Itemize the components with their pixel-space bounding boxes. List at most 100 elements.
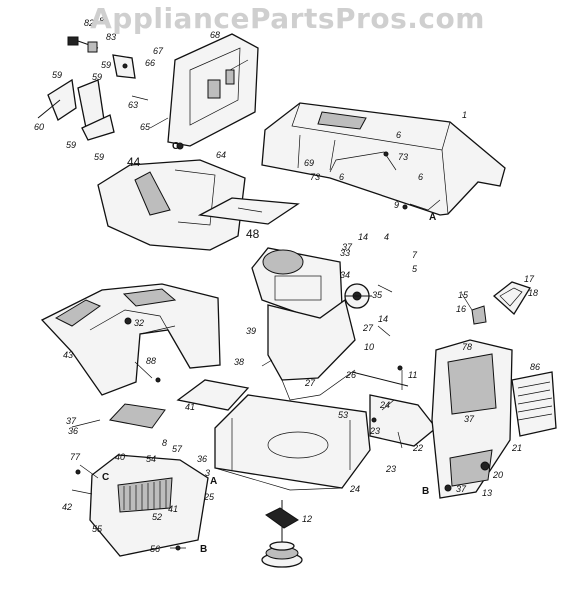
callout: 27 (362, 323, 374, 333)
callout: 15 (458, 290, 469, 300)
callout: 25 (203, 492, 215, 502)
callout: 40 (115, 452, 125, 462)
callout: 54 (146, 454, 156, 464)
callout: 68 (210, 30, 220, 40)
callout: 64 (216, 150, 226, 160)
callout: 7 (412, 250, 418, 260)
callout: 86 (530, 362, 540, 372)
callout: 6 (339, 172, 344, 182)
callout: 65 (140, 122, 151, 132)
callout: 16 (456, 304, 466, 314)
ref-letter: B (200, 544, 207, 555)
callout: 18 (528, 288, 538, 298)
callout: 27 (304, 378, 316, 388)
callout: 23 (369, 426, 380, 436)
callout: 14 (378, 314, 388, 324)
callout: 13 (482, 488, 492, 498)
callout: 14 (358, 232, 368, 242)
frame-part[interactable] (214, 394, 371, 491)
callout: 66 (145, 58, 155, 68)
grille-screen-part[interactable] (109, 379, 250, 429)
fender-part[interactable] (97, 159, 246, 251)
engine-shroud-part[interactable] (267, 298, 356, 401)
callout: 26 (345, 370, 356, 380)
headlight-part[interactable] (492, 281, 531, 316)
callout: 6 (418, 172, 423, 182)
callout: 56 (150, 544, 160, 554)
callout: 43 (63, 350, 73, 360)
callout: 57 (172, 444, 183, 454)
callout: 77 (70, 452, 81, 462)
callout: 59 (92, 72, 102, 82)
callout: 8 (162, 438, 167, 448)
callout: 37 (464, 414, 475, 424)
fasteners (71, 59, 473, 551)
callout-labels: 1 3 4 5 6 6 6 7 8 8 9 10 11 12 13 14 14 … (34, 16, 540, 555)
callout: 35 (372, 290, 383, 300)
ignition-switch-part[interactable] (67, 36, 136, 79)
callout: 1 (462, 110, 467, 120)
callout: 37 (342, 242, 353, 252)
callout: 59 (101, 60, 111, 70)
callout: 9 (394, 200, 399, 210)
nose-housing-part[interactable] (89, 454, 209, 557)
callout: 88 (146, 356, 156, 366)
pulley-part[interactable] (261, 500, 303, 568)
front-hood-part[interactable] (40, 283, 221, 396)
callout: 34 (340, 270, 350, 280)
grille-insert-part[interactable] (511, 371, 557, 437)
callout: 63 (128, 100, 138, 110)
ref-letter: A (429, 212, 436, 223)
callout: 39 (246, 326, 256, 336)
callout: 73 (310, 172, 320, 182)
callout: 55 (92, 524, 103, 534)
ref-letter: A (210, 476, 217, 487)
callout: 23 (385, 464, 396, 474)
callout: 22 (412, 443, 423, 453)
callout: 41 (168, 504, 178, 514)
callout: 24 (379, 400, 390, 410)
callout: 3 (205, 468, 210, 478)
callout: 6 (396, 130, 401, 140)
callout: 37 (66, 416, 77, 426)
bracket-part[interactable] (351, 371, 437, 447)
callout: 78 (462, 342, 472, 352)
callout: 8 (99, 16, 104, 26)
engine-part[interactable] (251, 247, 372, 321)
callout: 82 (84, 18, 94, 28)
ref-letter: C (172, 141, 179, 152)
headlight-bracket-part[interactable] (471, 305, 487, 325)
callout: 42 (62, 502, 72, 512)
ref-letter: B (422, 486, 429, 497)
callout: 4 (384, 232, 389, 242)
callout: 73 (398, 152, 408, 162)
callout: 59 (52, 70, 62, 80)
switch-bracket-part[interactable] (37, 78, 115, 141)
callout: 36 (197, 454, 207, 464)
callout: 24 (349, 484, 360, 494)
callout: 21 (511, 443, 522, 453)
callout: 37 (456, 484, 467, 494)
dash-panel-part[interactable] (167, 33, 259, 150)
callout: 11 (408, 370, 417, 380)
callout: 5 (412, 264, 418, 274)
ref-letter: C (102, 472, 109, 483)
callout: 52 (152, 512, 162, 522)
callout: 69 (304, 158, 314, 168)
callout: 12 (302, 514, 312, 524)
hood-part[interactable] (261, 102, 506, 216)
callout: 59 (66, 140, 76, 150)
callout: 60 (34, 122, 44, 132)
callout: 32 (134, 318, 144, 328)
plate-part[interactable] (197, 197, 300, 225)
callout: 20 (492, 470, 503, 480)
grille-panel-part[interactable] (431, 339, 513, 499)
callout: 44 (127, 155, 141, 169)
callout: 59 (94, 152, 104, 162)
callout: 36 (68, 426, 78, 436)
callout: 17 (524, 274, 535, 284)
callout: 53 (338, 410, 348, 420)
callout: 41 (185, 402, 195, 412)
callout: 38 (234, 357, 244, 367)
